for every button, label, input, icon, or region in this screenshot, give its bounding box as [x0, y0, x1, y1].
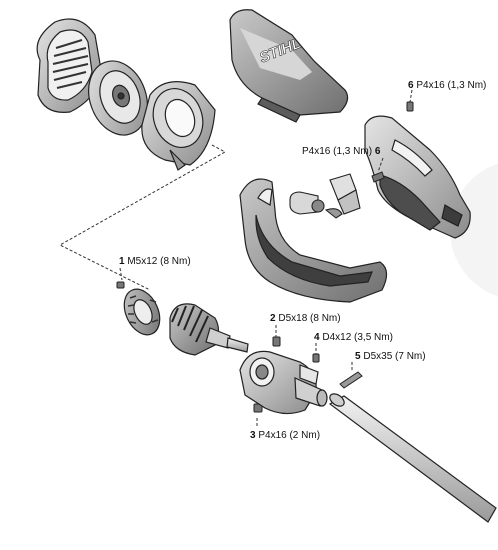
callout-6-mid-number: 6 — [374, 146, 381, 157]
callout-3-number: 3 — [250, 430, 256, 441]
small-fan — [123, 288, 161, 336]
callout-5: 5 D5x35 (7 Nm) — [355, 351, 426, 363]
callout-6-top-text: P4x16 (1,3 Nm) — [416, 80, 487, 91]
drive-housing — [239, 350, 328, 415]
handle-housing-left — [239, 178, 388, 303]
callout-6-top: 6 P4x16 (1,3 Nm) — [408, 80, 486, 92]
fan-wheel — [88, 60, 148, 136]
callout-4: 4 D4x12 (3,5 Nm) — [314, 332, 393, 344]
drive-shaft-tube — [328, 393, 497, 523]
callout-1-text: M5x12 (8 Nm) — [127, 256, 191, 267]
handle-housing-right — [364, 115, 471, 239]
callout-5-text: D5x35 (7 Nm) — [363, 351, 426, 362]
callout-1-number: 1 — [119, 256, 125, 267]
callout-2-number: 2 — [270, 313, 276, 324]
callout-2-text: D5x18 (8 Nm) — [278, 313, 341, 324]
callout-3: 3 P4x16 (2 Nm) — [250, 430, 320, 442]
callout-6-mid: P4x16 (1,3 Nm) 6 — [302, 146, 380, 158]
callout-5-number: 5 — [355, 351, 361, 362]
callout-3-text: P4x16 (2 Nm) — [258, 430, 321, 441]
background-watermark — [450, 163, 498, 297]
switch-components — [289, 173, 361, 219]
callout-4-number: 4 — [314, 332, 320, 343]
callout-2: 2 D5x18 (8 Nm) — [270, 313, 341, 325]
callout-6-mid-text: P4x16 (1,3 Nm) — [302, 146, 373, 157]
callout-1: 1 M5x12 (8 Nm) — [119, 256, 191, 268]
top-cover — [229, 9, 349, 123]
assembly-guide-lines — [58, 89, 413, 428]
callout-4-text: D4x12 (3,5 Nm) — [322, 332, 393, 343]
screws — [116, 101, 414, 413]
callout-6-top-number: 6 — [408, 80, 414, 91]
fan-cover-grille — [36, 18, 103, 113]
motor-armature — [169, 303, 249, 356]
fan-housing — [141, 81, 216, 171]
